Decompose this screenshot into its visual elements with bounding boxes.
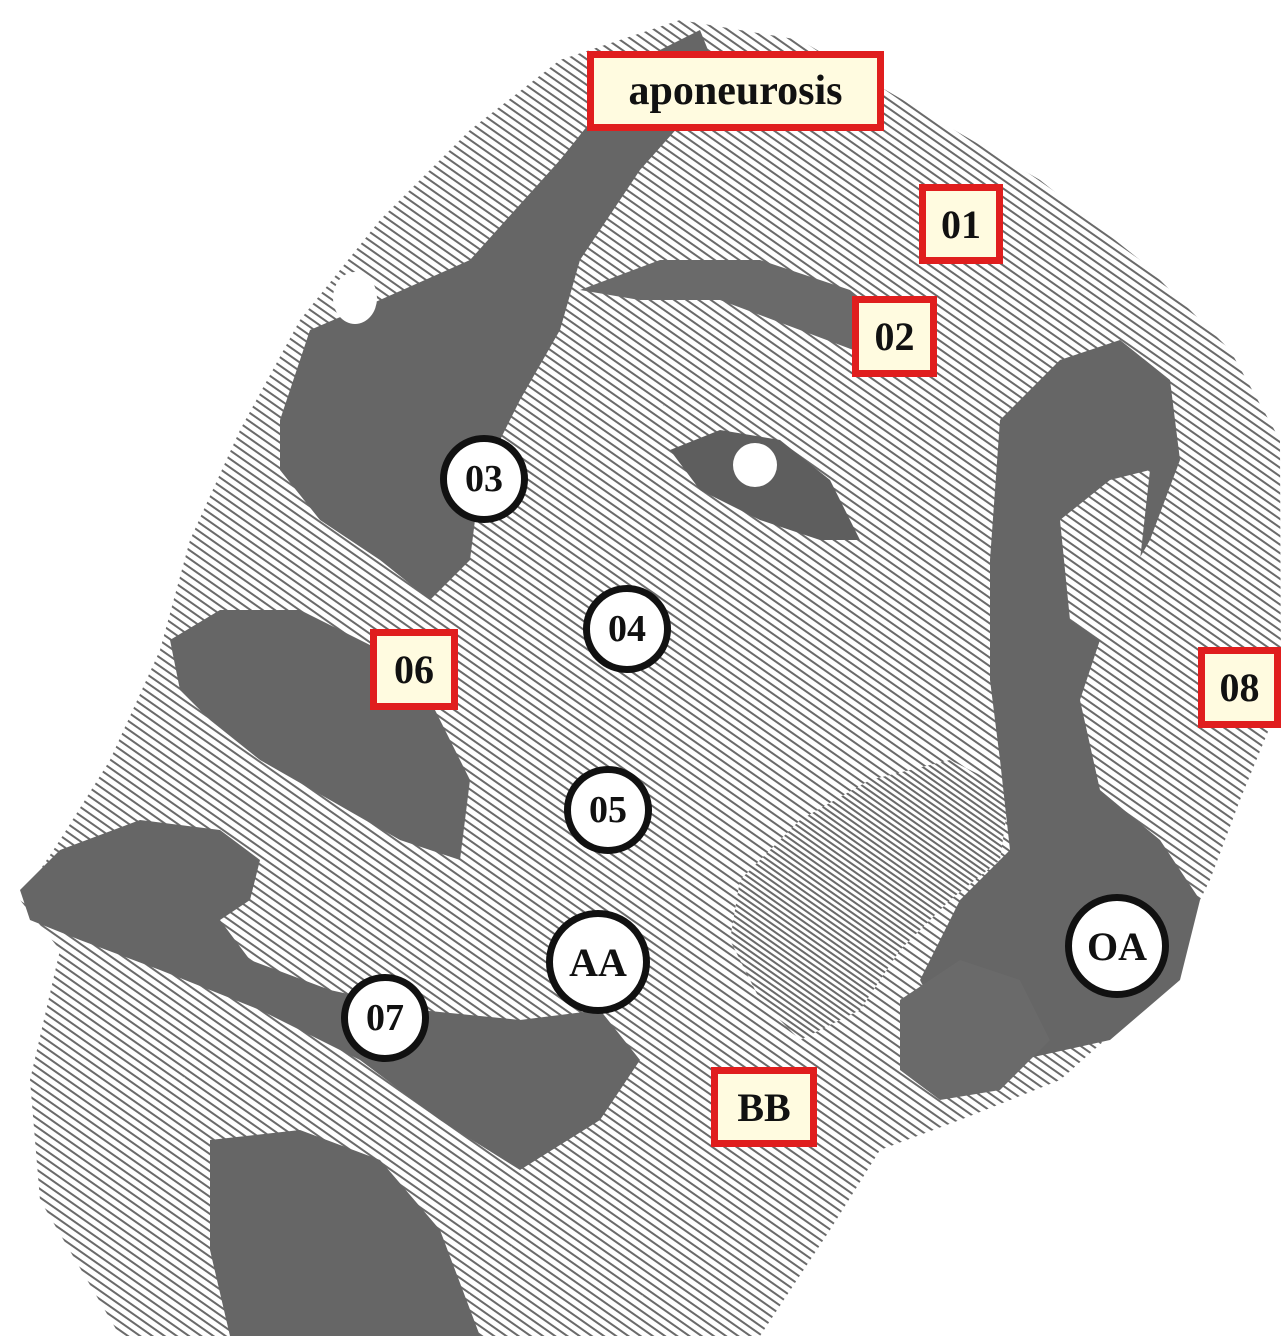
label-07: 07 (341, 974, 429, 1062)
label-06: 06 (370, 629, 458, 710)
label-03: 03 (440, 435, 528, 523)
label-08: 08 (1198, 647, 1281, 728)
label-aa: AA (546, 910, 650, 1014)
label-01: 01 (919, 184, 1003, 264)
label-04: 04 (583, 585, 671, 673)
label-aponeurosis: aponeurosis (587, 51, 884, 131)
label-02: 02 (852, 296, 937, 377)
eye-highlight (733, 443, 777, 487)
label-05: 05 (564, 766, 652, 854)
label-oa: OA (1065, 894, 1169, 998)
temple-highlight (333, 272, 377, 324)
label-bb: BB (711, 1067, 817, 1147)
